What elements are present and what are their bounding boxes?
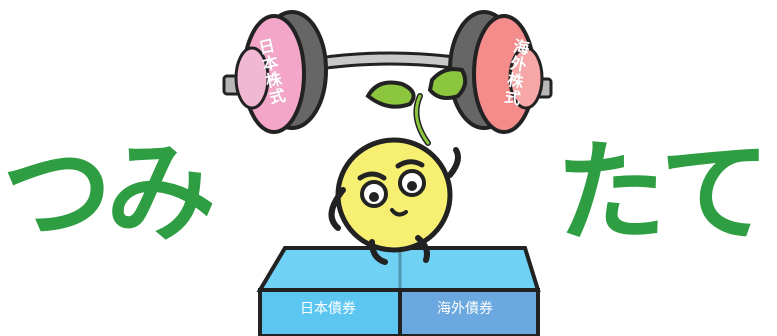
podium: [256, 246, 541, 336]
sprout-icon: [365, 67, 468, 146]
podium-right-label: 海外債券: [437, 301, 493, 317]
podium-left-label: 日本債券: [300, 301, 356, 317]
plate-left: [234, 10, 328, 134]
character: [328, 137, 461, 265]
headline-left: つみ: [2, 129, 216, 257]
headline-right: たて: [556, 129, 770, 257]
plate-right: [448, 10, 544, 134]
barbell-bar-fill: [246, 54, 524, 79]
